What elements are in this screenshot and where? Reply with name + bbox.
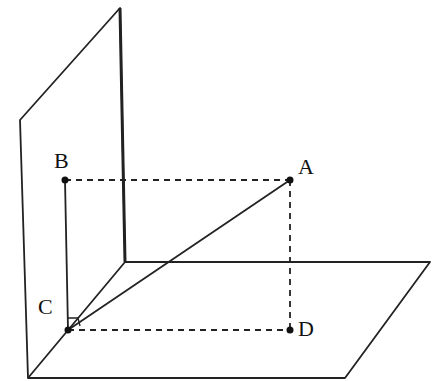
dashed-segment [65, 179, 290, 181]
vertical-plane [20, 8, 125, 378]
segment [68, 180, 290, 330]
horizontal-plane [28, 262, 430, 378]
angle-mark [67, 318, 80, 326]
point-label: C [38, 296, 53, 318]
dashed-segment [289, 180, 291, 330]
point-label: B [54, 150, 69, 172]
point [287, 177, 294, 184]
dashed-segment [68, 329, 290, 331]
point [287, 327, 294, 334]
plane-edge [120, 8, 125, 262]
point-label: D [298, 318, 314, 340]
point [62, 177, 69, 184]
point-label: A [298, 156, 314, 178]
segment [65, 180, 68, 330]
point [65, 327, 72, 334]
